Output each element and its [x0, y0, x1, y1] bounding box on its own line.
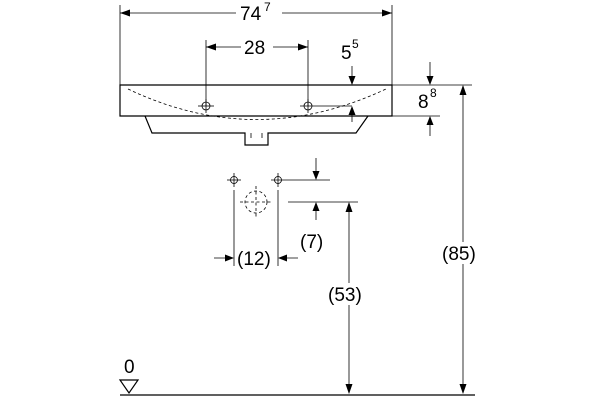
arrow-down-icon	[426, 76, 434, 85]
floor-level-label: 0	[124, 357, 135, 378]
label-backdrop	[241, 37, 273, 57]
arrow-left-icon	[120, 9, 130, 17]
arrow-up-icon	[426, 116, 434, 125]
tap-hole-right-icon	[300, 99, 352, 113]
waste-cross-right-icon	[271, 173, 330, 187]
depth-dimension	[348, 66, 356, 122]
waste-spacing-dimension: (12)	[214, 248, 298, 270]
rim-height-dimension: 8 8	[392, 62, 472, 136]
depth-sup-label: 5	[352, 37, 359, 51]
label-backdrop	[326, 283, 372, 305]
arrow-down-icon	[312, 171, 320, 180]
arrow-up-icon	[459, 85, 467, 95]
waste-height-label: (53)	[328, 285, 362, 306]
inner-bowl-curve	[127, 88, 387, 120]
arrow-right-icon	[382, 9, 392, 17]
tap-spacing-label: 28	[244, 38, 265, 59]
overall-width-dimension: 74 7	[119, 0, 393, 85]
label-backdrop	[236, 248, 277, 268]
depth-main-label: 5	[341, 43, 352, 64]
total-height-dimension: (85)	[440, 85, 486, 394]
waste-offset-label: (7)	[300, 232, 323, 253]
arrow-down-icon	[459, 384, 467, 394]
arrow-left-icon	[278, 254, 287, 262]
width-main-label: 74	[240, 4, 262, 25]
arrow-down-icon	[348, 76, 356, 85]
label-backdrop	[440, 242, 486, 264]
arrow-left-icon	[206, 43, 216, 51]
floor-reference: 0	[118, 357, 475, 396]
waste-cross-left-icon	[227, 173, 241, 187]
level-triangle-icon	[118, 379, 140, 395]
waste-spacing-label: (12)	[237, 249, 271, 270]
waste-pipe-circle	[244, 190, 268, 214]
total-height-label: (85)	[442, 244, 476, 265]
label-backdrop	[236, 2, 282, 22]
arrow-up-icon	[312, 202, 320, 211]
arrow-right-icon	[298, 43, 308, 51]
arrow-up-icon	[348, 106, 356, 115]
waste-connection	[227, 173, 358, 266]
tap-hole-left-icon	[198, 99, 214, 113]
arrow-down-icon	[345, 384, 353, 394]
waste-offset-dimension: (7)	[300, 158, 323, 253]
arrow-up-icon	[345, 202, 353, 212]
tap-spacing-dimension: 28	[205, 37, 309, 106]
width-sup-label: 7	[264, 0, 271, 14]
rim-sup-label: 8	[430, 86, 437, 100]
arrow-right-icon	[225, 254, 234, 262]
basin-bowl-outline	[144, 115, 369, 146]
rim-main-label: 8	[418, 92, 429, 113]
waste-height-dimension: (53)	[326, 202, 372, 394]
